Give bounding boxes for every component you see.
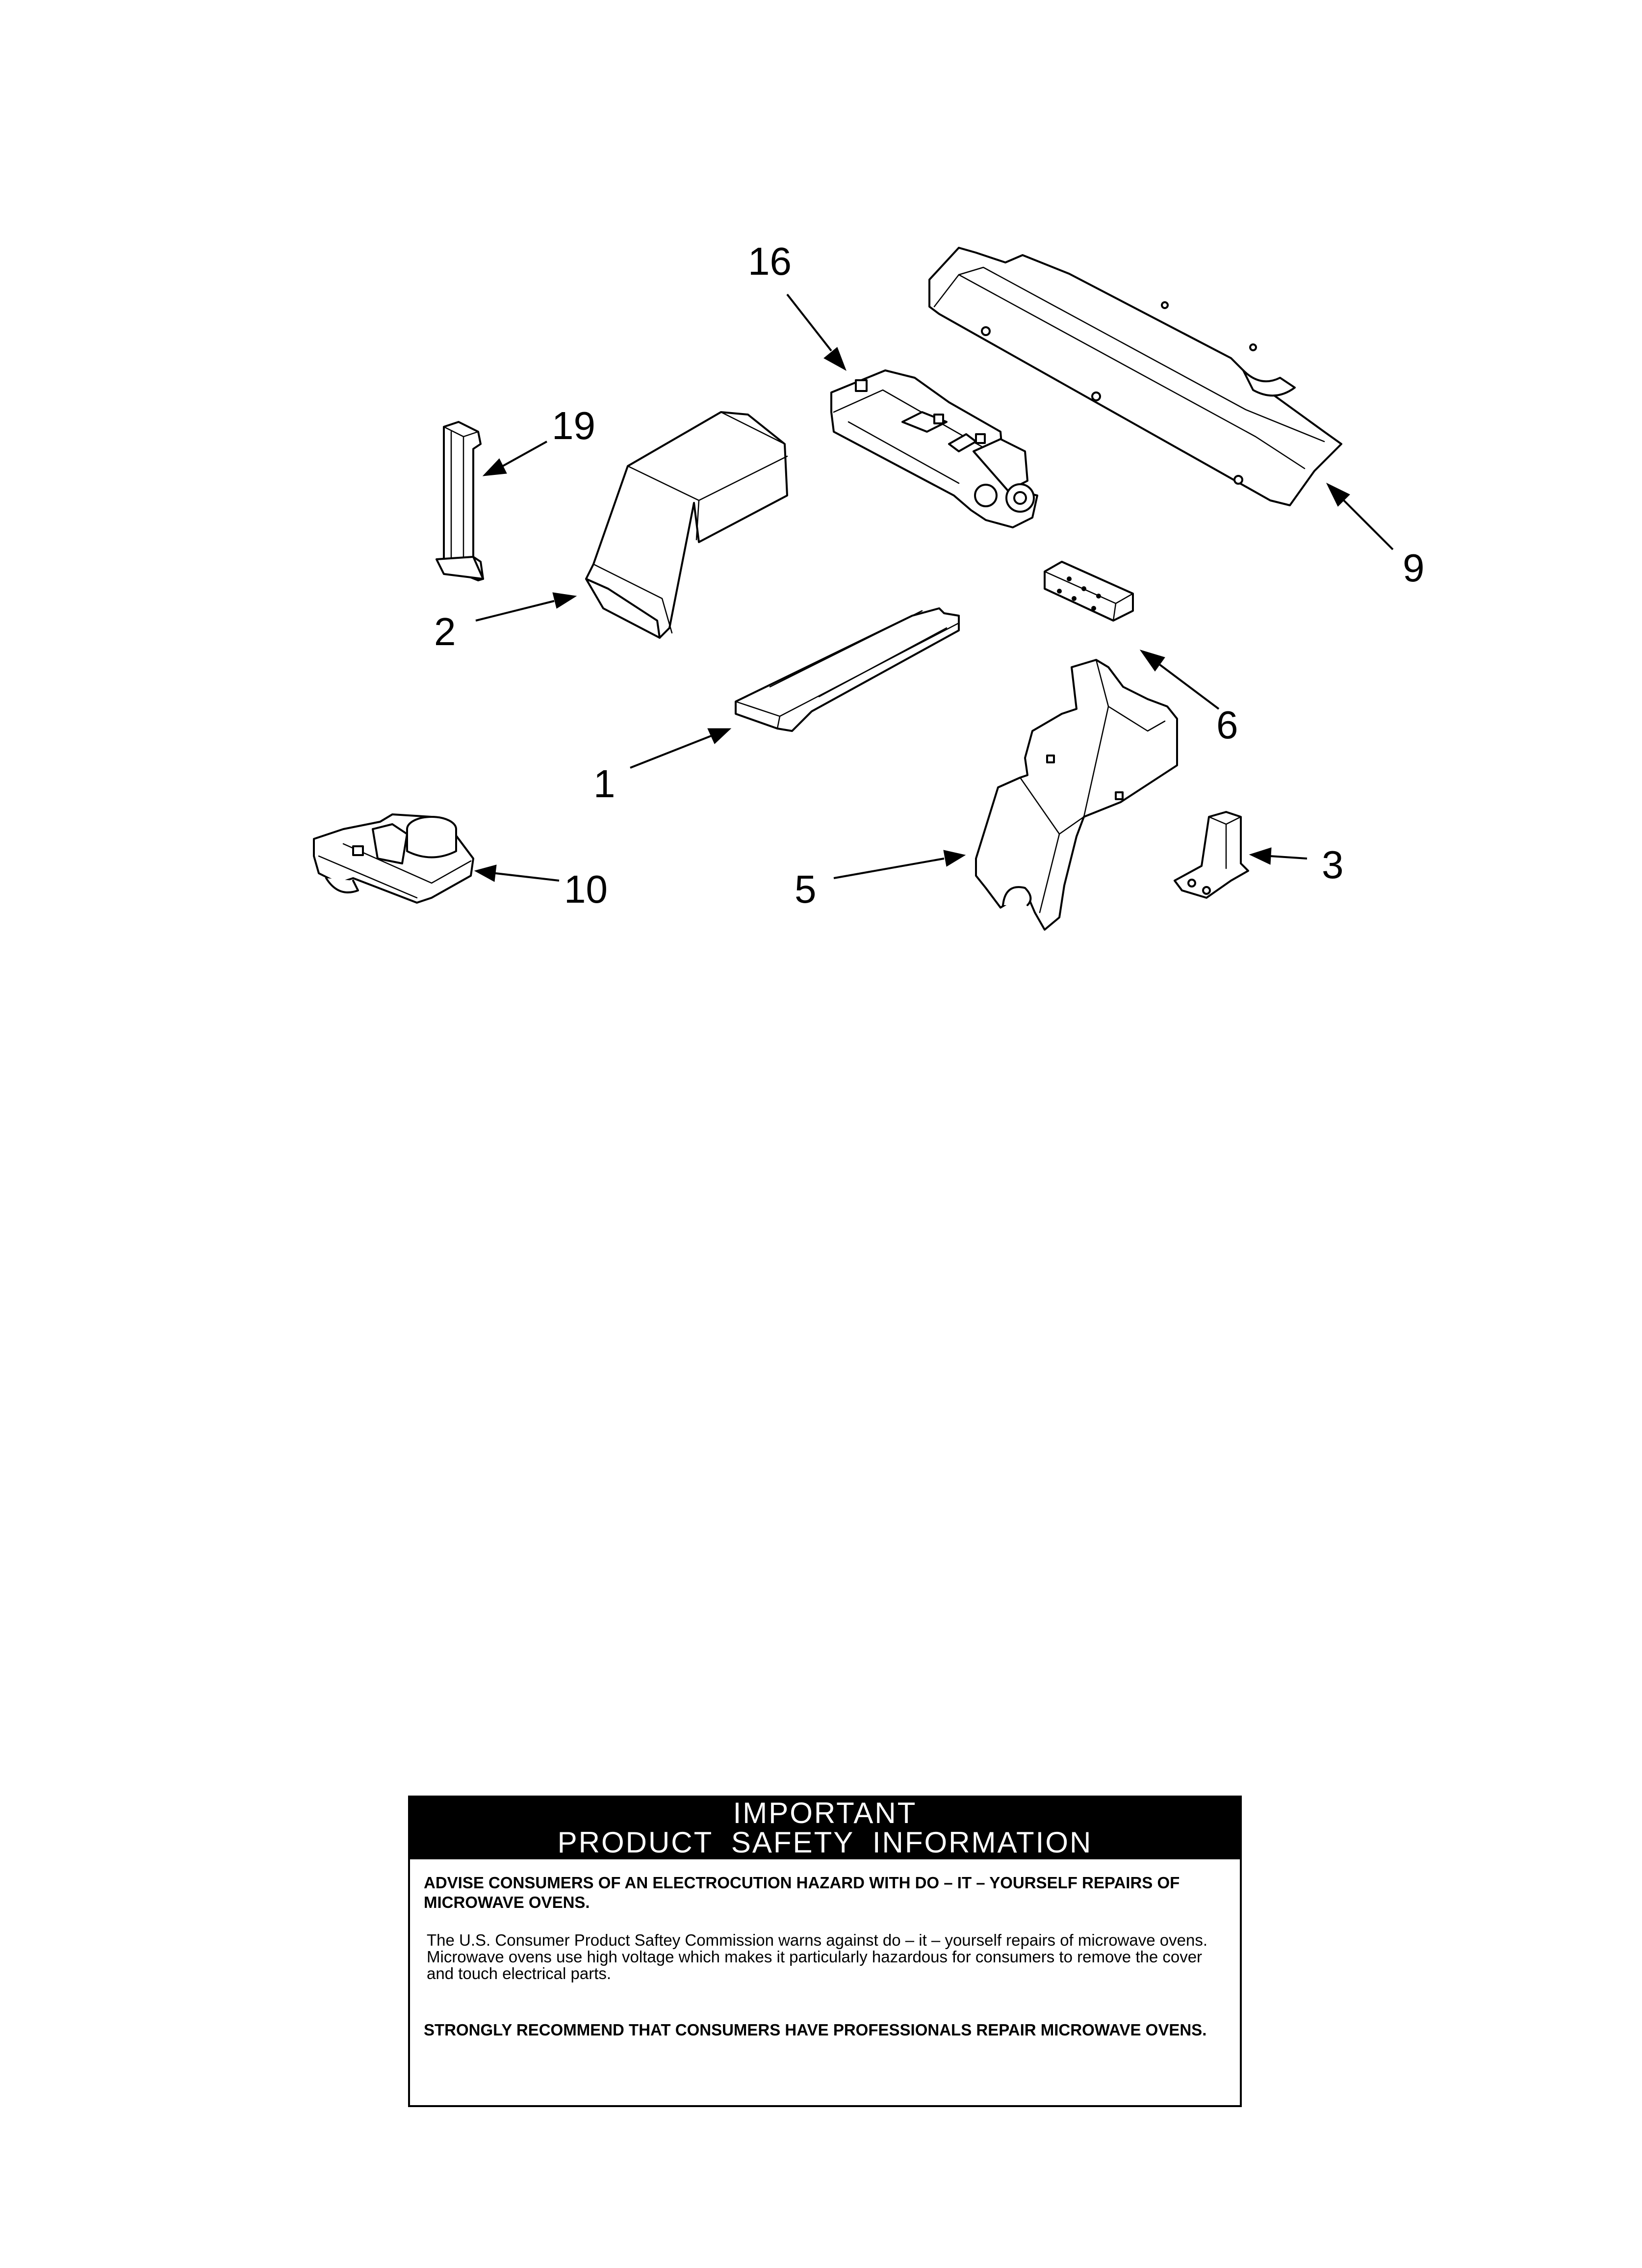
safety-header-title: PRODUCT SAFETY INFORMATION: [557, 1826, 1093, 1859]
leader-line-2: [475, 592, 577, 622]
part-6-foam-block: [1044, 561, 1134, 622]
safety-information-box: IMPORTANT PRODUCT SAFETY INFORMATION ADV…: [408, 1796, 1242, 2107]
leader-line-9: [1326, 482, 1394, 550]
part-3-angle-bracket: [1174, 811, 1249, 899]
safety-header: IMPORTANT PRODUCT SAFETY INFORMATION: [410, 1798, 1240, 1859]
callout-3: 3: [1322, 843, 1344, 886]
callout-10: 10: [564, 867, 608, 911]
leader-line-6: [1139, 650, 1220, 710]
safety-header-important: IMPORTANT: [733, 1797, 917, 1829]
callout-5: 5: [795, 867, 817, 911]
callout-6: 6: [1216, 703, 1238, 747]
leader-line-5: [833, 850, 966, 879]
electrocution-warning: ADVISE CONSUMERS OF AN ELECTROCUTION HAZ…: [424, 1874, 1180, 1911]
part-19-slim-bracket: [436, 421, 484, 581]
callout-9: 9: [1403, 546, 1425, 590]
part-9-vent-channel: [928, 247, 1342, 506]
professional-repair-recommendation: STRONGLY RECOMMEND THAT CONSUMERS HAVE P…: [424, 2021, 1207, 2039]
part-2-duct-cover: [585, 411, 788, 639]
leader-line-10: [474, 864, 560, 882]
leader-line-3: [1249, 847, 1308, 865]
callout-19: 19: [552, 404, 595, 447]
exploded-parts-diagram: 16 19 2 9 6 1 5 3 10: [313, 239, 1425, 931]
leader-line-1: [630, 728, 732, 769]
callout-1: 1: [593, 762, 616, 806]
leader-line-19: [482, 441, 547, 476]
cpsc-paragraph: The U.S. Consumer Product Saftey Commiss…: [427, 1931, 1207, 1982]
part-10-latch-assembly: [313, 813, 474, 904]
part-1-flat-rail: [735, 607, 960, 732]
part-5-air-guide: [975, 659, 1178, 931]
leader-line-16: [786, 293, 847, 371]
part-16-switch-assembly: [830, 369, 1038, 528]
safety-body: ADVISE CONSUMERS OF AN ELECTROCUTION HAZ…: [410, 1859, 1240, 2040]
callout-16: 16: [748, 239, 792, 283]
callout-2: 2: [434, 610, 456, 653]
